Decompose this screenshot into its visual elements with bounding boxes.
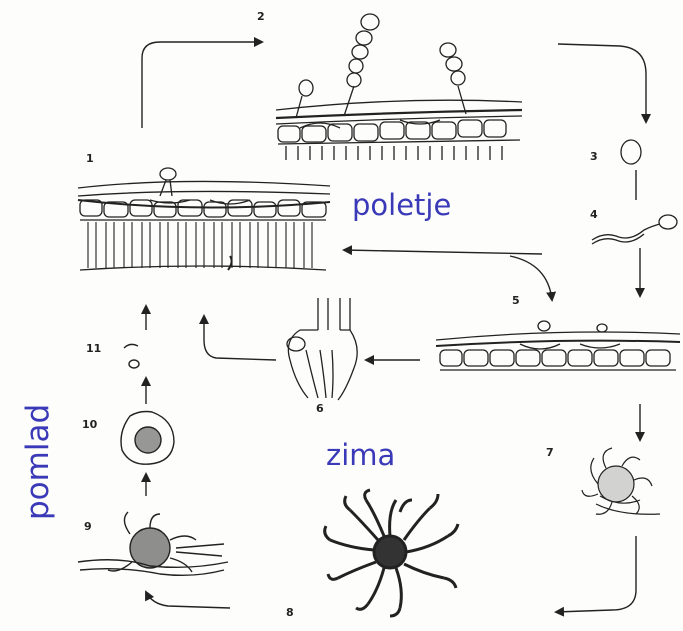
season-label-spring: pomlad [20, 404, 56, 520]
season-label-summer: poletje [352, 188, 451, 222]
stage-6-infected-shoot [287, 298, 357, 400]
stage-number-10: 10 [82, 418, 97, 431]
cycle-arrows [142, 42, 646, 612]
stage-2-conidia-section [276, 14, 522, 160]
stage-3-spore [621, 140, 641, 164]
stage-number-4: 4 [590, 208, 598, 221]
stage-number-1: 1 [86, 152, 94, 165]
stage-number-7: 7 [546, 446, 554, 459]
stage-11-ascospore [124, 344, 139, 368]
stage-10-ascus [121, 412, 174, 465]
stage-number-3: 3 [590, 150, 598, 163]
stage-number-6: 6 [316, 402, 324, 415]
stage-4-germinating-spore [592, 215, 677, 244]
stage-number-9: 9 [84, 520, 92, 533]
stage-9-cleistothecium-substrate [78, 512, 228, 575]
stage-number-8: 8 [286, 606, 294, 619]
stage-1-leaf-section [78, 168, 330, 270]
stage-number-2: 2 [257, 10, 265, 23]
season-label-winter: zima [326, 438, 395, 472]
stage-7-cleistothecium [582, 448, 660, 514]
stage-5-mycelium-section [436, 321, 680, 370]
stage-number-11: 11 [86, 342, 101, 355]
stage-8-cleistothecium-appendages [325, 490, 458, 616]
stage-number-5: 5 [512, 294, 520, 307]
